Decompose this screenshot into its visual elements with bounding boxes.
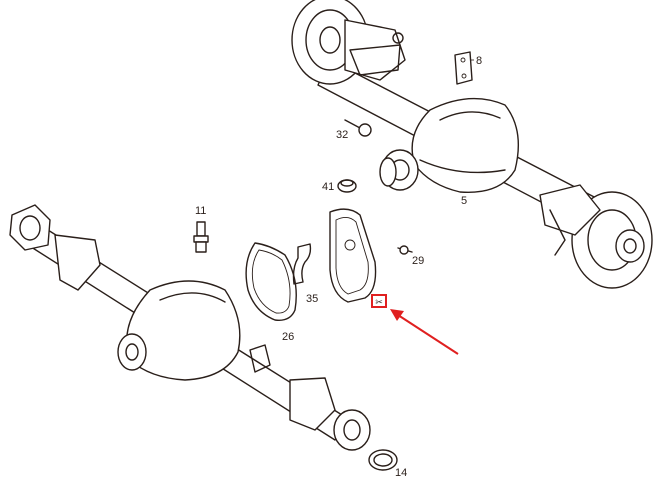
label-part-11: 11 [195, 205, 206, 217]
label-part-14: 14 [395, 467, 407, 479]
axle-assembly-bottom [9, 204, 371, 451]
part-screw [397, 245, 413, 255]
part-tab-washer [292, 243, 312, 285]
rear-axle-assembly-top [291, 0, 653, 289]
part-bolt [344, 119, 372, 137]
part-differential-cover [329, 208, 377, 303]
marker-symbol: ✂ [375, 298, 383, 308]
highlight-marker[interactable]: ✂ [371, 294, 387, 308]
part-seal-ring [368, 449, 398, 471]
label-part-5: 5 [461, 195, 467, 207]
label-part-29: 29 [412, 255, 424, 267]
red-pointer-arrow [390, 309, 459, 355]
label-part-32: 32 [336, 129, 348, 141]
label-part-35: 35 [306, 293, 318, 305]
part-plate [454, 51, 474, 85]
part-gasket [245, 242, 297, 321]
part-breather [193, 221, 209, 253]
label-part-26: 26 [282, 331, 294, 343]
part-plug [337, 179, 357, 193]
callout-labels: 8 32 41 5 11 29 35 26 14 [195, 55, 482, 479]
label-part-41: 41 [322, 181, 334, 193]
label-part-8: 8 [476, 55, 482, 67]
